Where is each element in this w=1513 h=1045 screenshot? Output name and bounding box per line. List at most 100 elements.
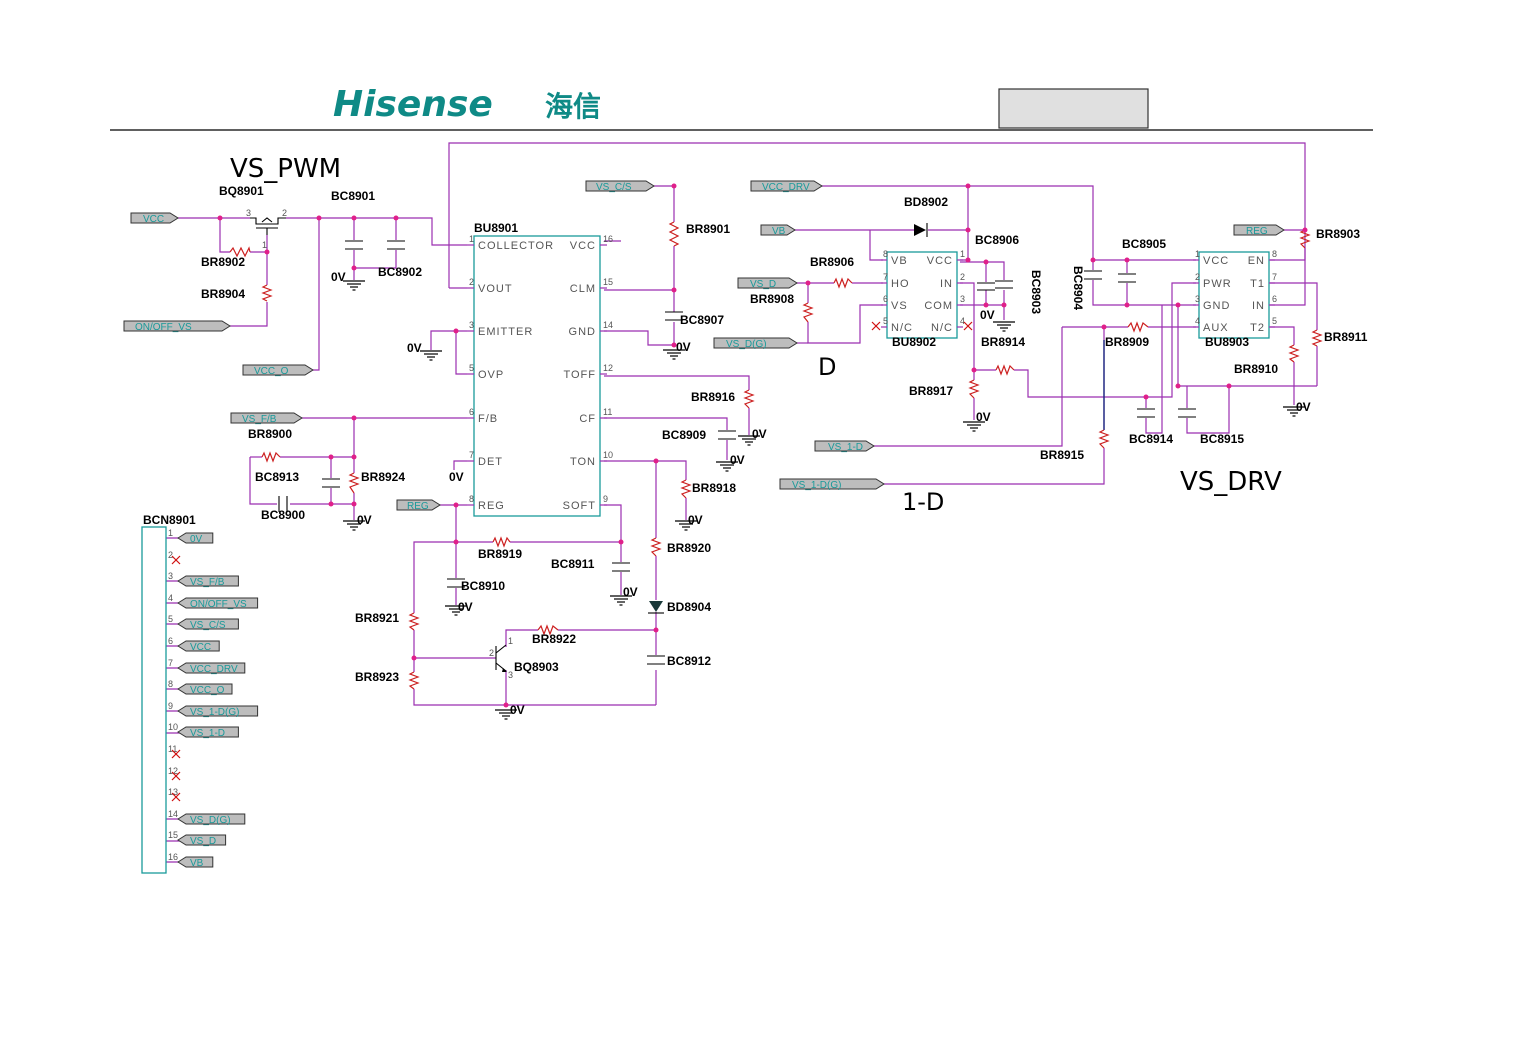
ground-symbol [342, 280, 366, 291]
connector-pin-number: 16 [168, 852, 178, 862]
no-connect-mark [963, 321, 973, 331]
capacitor-bc8910 [447, 578, 465, 588]
connector-pin-flag[interactable]: ON/OFF_VS [177, 597, 259, 610]
port-vs-1d[interactable]: VS_1-D [814, 440, 875, 453]
connector-pin-flag[interactable]: VS_D [177, 834, 227, 847]
ref-br8919: BR8919 [478, 547, 522, 561]
connector-pin-flag[interactable]: VCC_O [177, 683, 233, 696]
connector-pin-label: VCC [190, 642, 211, 653]
logo-cjk: 海信 [545, 90, 601, 123]
ref-br8909: BR8909 [1105, 335, 1149, 349]
ref-bc8911: BC8911 [551, 557, 595, 571]
ic-pin-number: 6 [1272, 294, 1277, 304]
port-vs-dg[interactable]: VS_D(G) [713, 337, 798, 350]
ic-pin-number: 8 [1272, 249, 1277, 259]
resistor-br8901 [668, 221, 680, 247]
port-vs-d[interactable]: VS_D [737, 277, 798, 290]
ic-pin-number: 12 [603, 363, 613, 373]
ref-br8914: BR8914 [981, 335, 1025, 349]
capacitor-bc8911 [612, 562, 630, 572]
ref-bc8909: BC8909 [662, 428, 706, 442]
junctions [217, 183, 1308, 708]
ic-pin-name: VCC [1203, 255, 1229, 267]
port-vs-cs[interactable]: VS_C/S [585, 180, 655, 193]
ref-br8915: BR8915 [1040, 448, 1084, 462]
ic-pins: 1COLLECTOR2VOUT3EMITTER5OVP6F/B7DET8REG1… [467, 234, 613, 512]
ic-pin-number: 7 [1272, 272, 1277, 282]
hisense-logo: Hisense 海信 [333, 84, 601, 125]
pin-number: 1 [262, 240, 267, 250]
ic-pin-number: 4 [960, 316, 965, 326]
ic-pin-number: 6 [883, 294, 888, 304]
logo-text: Hisense [333, 84, 493, 125]
title-vs-drv: VS_DRV [1180, 467, 1282, 497]
connector-pin-label: VS_D [190, 836, 216, 847]
transistor-bq8901 [250, 217, 286, 235]
capacitor-bc8912 [647, 655, 665, 665]
capacitor-bc8913 [322, 478, 340, 488]
connector-pin-flag[interactable]: VS_D(G) [177, 813, 246, 826]
port-vcc[interactable]: VCC [130, 212, 179, 225]
connector-pin-flag[interactable]: VCC_DRV [177, 662, 246, 675]
port-reg-1[interactable]: REG [396, 499, 441, 512]
port-vb[interactable]: VB [760, 224, 796, 237]
port-on-off-vs[interactable]: ON/OFF_VS [123, 320, 231, 333]
ic-pin-number: 9 [603, 494, 608, 504]
connector-pin-flag[interactable]: VS_1-D [177, 726, 239, 739]
port-vcc-drv[interactable]: VCC_DRV [750, 180, 823, 193]
svg-text:VCC_O: VCC_O [254, 366, 289, 377]
ref-bc8910: BC8910 [461, 579, 505, 593]
connector-pin-label: VS_1-D(G) [190, 707, 239, 718]
connector-pin-number: 10 [168, 722, 178, 732]
label-0v: 0V [752, 427, 767, 441]
ic-pin-number: 5 [1272, 316, 1277, 326]
ic-pin-name: VOUT [478, 283, 513, 295]
resistor-br8904 [261, 284, 273, 302]
connector-pin-flag[interactable]: VCC [177, 640, 220, 653]
port-reg-2[interactable]: REG [1233, 224, 1285, 237]
resistor-br8914 [995, 364, 1015, 376]
connector-pin-number: 14 [168, 809, 178, 819]
ic-pin-name: IN [1252, 300, 1265, 312]
ic-pin-number: 1 [960, 249, 965, 259]
ref-bc8915: BC8915 [1200, 432, 1244, 446]
label-0v: 0V [1296, 400, 1311, 414]
ic-pin-name: TOFF [563, 369, 596, 381]
ref-bc8906: BC8906 [975, 233, 1019, 247]
svg-text:VS_F/B: VS_F/B [242, 414, 277, 425]
ref-bu8901: BU8901 [474, 221, 518, 235]
connector-pin-number: 4 [168, 593, 173, 603]
ic-pin-number: 4 [1195, 316, 1200, 326]
connector-pin-flag[interactable]: VS_C/S [177, 618, 239, 631]
connector-pin-flag[interactable]: VS_1-D(G) [177, 705, 259, 718]
ref-bc8900: BC8900 [261, 508, 305, 522]
connector-pin-flag[interactable]: 0V [177, 532, 214, 545]
ic-pin-name: TON [570, 456, 596, 468]
port-vs-1dg[interactable]: VS_1-D(G) [779, 478, 885, 491]
ic-pin-name: CLM [570, 283, 596, 295]
port-vs-fb[interactable]: VS_F/B [230, 412, 303, 425]
ref-br8908: BR8908 [750, 292, 794, 306]
label-0v: 0V [357, 513, 372, 527]
ic-pin-name: DET [478, 456, 503, 468]
ic-pin-number: 5 [469, 363, 474, 373]
svg-text:VS_1-D: VS_1-D [828, 442, 863, 453]
gnd-labels: 0V 0V 0V 0V 0V 0V 0V 0V 0V 0V 0V 0V 0V 0… [331, 270, 1311, 717]
connector-pin-flag[interactable]: VB [177, 856, 214, 869]
ic-pin-name: VB [891, 255, 908, 267]
resistor-br8921 [408, 612, 420, 631]
ref-br8900: BR8900 [248, 427, 292, 441]
svg-text:VCC_DRV: VCC_DRV [762, 182, 810, 193]
label-0v: 0V [331, 270, 346, 284]
ref-bc8901: BC8901 [331, 189, 375, 203]
ic-pin-name: OVP [478, 369, 504, 381]
ref-bcn8901: BCN8901 [143, 513, 196, 527]
ic-pin-name: VCC [570, 240, 596, 252]
ic-pin-name: EMITTER [478, 326, 533, 338]
port-vcc-o[interactable]: VCC_O [242, 364, 314, 377]
connector-pin-flag[interactable]: VS_F/B [177, 575, 239, 588]
